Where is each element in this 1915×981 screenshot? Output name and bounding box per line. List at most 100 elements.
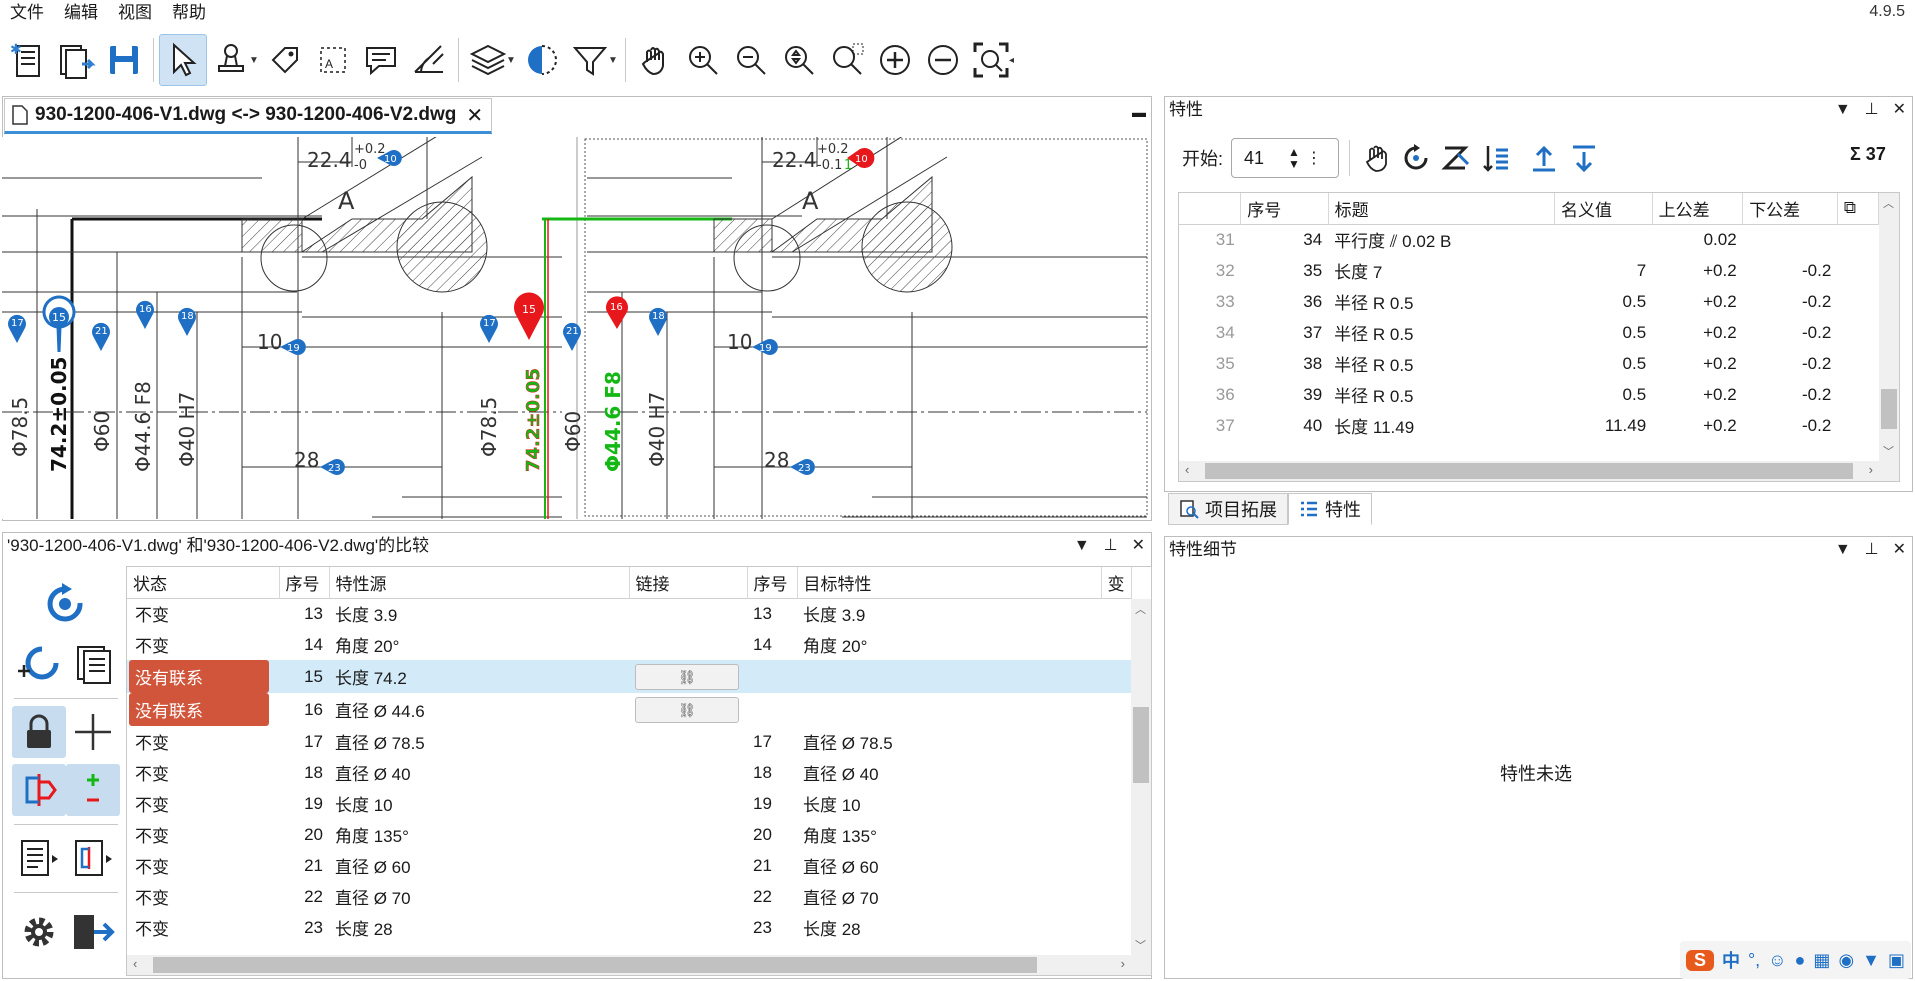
pane-menu-icon[interactable]: ▼ (1834, 101, 1851, 118)
add-compare-icon[interactable] (12, 638, 66, 690)
balloon-10-left[interactable]: 10 (377, 150, 402, 166)
overlay-compare-icon[interactable] (12, 764, 66, 816)
pin-icon[interactable]: ⊥ (1103, 537, 1118, 554)
zoom-fit-icon[interactable] (775, 34, 823, 86)
zoom-window-icon[interactable] (823, 34, 871, 86)
pane-menu-icon[interactable]: ▼ (1834, 541, 1851, 558)
microphone-icon[interactable]: ● (1794, 949, 1806, 970)
tab-project-expansion[interactable]: 项目拓展 (1168, 493, 1288, 525)
col-header-src-no[interactable]: 序号 (279, 567, 330, 598)
exit-icon[interactable] (66, 906, 120, 958)
layers-dropdown-icon[interactable]: ▼ (506, 54, 516, 66)
comment-icon[interactable] (357, 34, 405, 86)
move-down-icon[interactable] (1568, 142, 1600, 174)
menu-file[interactable]: 文件 (10, 3, 44, 22)
balloon-18-left[interactable]: 18 (178, 307, 196, 336)
col-header-nominal[interactable]: 名义值 (1554, 193, 1653, 224)
balloon-10-right[interactable]: 10 (847, 148, 875, 168)
region-icon[interactable]: A (309, 34, 357, 86)
close-pane-icon[interactable]: ✕ (1892, 541, 1906, 558)
col-header-change[interactable]: 变 (1101, 567, 1132, 598)
emoji-icon[interactable]: ☺ (1768, 949, 1787, 970)
balloon-18-right[interactable]: 18 (649, 307, 668, 336)
column-chooser-icon[interactable]: ⧉ (1837, 193, 1880, 224)
move-up-icon[interactable] (1528, 142, 1560, 174)
balloon-19-left[interactable]: 19 (280, 339, 306, 355)
new-project-icon[interactable]: ✱ (4, 34, 52, 86)
comparison-vertical-scrollbar[interactable]: ︿ ﹀ (1131, 599, 1151, 955)
plus-minus-icon[interactable] (66, 764, 120, 816)
balloon-15-left[interactable]: 15 (42, 295, 76, 353)
scroll-right-icon[interactable]: › (1120, 956, 1125, 971)
layers-icon[interactable] (464, 34, 512, 86)
link-chain-icon[interactable]: ⛓ (635, 663, 739, 690)
sort-z-icon[interactable] (1440, 142, 1472, 174)
balloon-23-right[interactable]: 23 (790, 459, 815, 475)
pin-icon[interactable]: ⊥ (1864, 541, 1879, 558)
export-compare-icon[interactable] (66, 832, 120, 884)
crosshair-icon[interactable] (66, 706, 120, 758)
comparison-horizontal-scrollbar[interactable]: ‹ › (127, 955, 1151, 975)
comparison-scroll-thumb[interactable] (1133, 707, 1149, 783)
ime-punctuation[interactable]: °, (1747, 949, 1761, 970)
scroll-down-icon[interactable]: ﹀ (1135, 940, 1146, 952)
start-spinbox[interactable]: 41 ▲▼ ⋮ (1231, 138, 1340, 178)
balloon-17-right[interactable]: 17 (480, 314, 498, 343)
renumber-icon[interactable] (1400, 142, 1432, 174)
report-icon[interactable] (66, 638, 120, 690)
link-chain-icon[interactable]: ⛓ (635, 696, 739, 723)
col-header-title[interactable]: 标题 (1328, 193, 1555, 224)
filter-icon[interactable] (566, 34, 614, 86)
balloon-21-left[interactable]: 21 (92, 322, 110, 351)
scroll-up-icon[interactable]: ︿ (1883, 198, 1894, 210)
zoom-plus-icon[interactable] (871, 34, 919, 86)
col-header-status[interactable]: 状态 (127, 567, 280, 598)
zoom-extents-icon[interactable] (967, 34, 1015, 86)
scroll-left-icon[interactable]: ‹ (133, 956, 138, 971)
lock-icon[interactable] (12, 706, 66, 758)
zoom-out-icon[interactable] (727, 34, 775, 86)
scroll-down-icon[interactable]: ﹀ (1883, 446, 1894, 458)
settings-gear-icon[interactable] (12, 906, 66, 958)
hand-pick-icon[interactable] (1360, 142, 1392, 174)
more-options-icon[interactable]: ⋮ (1305, 150, 1322, 167)
properties-vertical-scrollbar[interactable]: ︿ ﹀ (1879, 193, 1899, 461)
col-header-target[interactable]: 目标特性 (797, 567, 1102, 598)
col-header-lower[interactable]: 下公差 (1742, 193, 1838, 224)
col-header-upper[interactable]: 上公差 (1652, 193, 1744, 224)
close-pane-icon[interactable]: ✕ (1892, 101, 1906, 118)
col-header-seq[interactable]: 序号 (1240, 193, 1329, 224)
tab-list-menu-icon[interactable]: ▬ (1132, 104, 1146, 120)
col-header-link[interactable]: 链接 (629, 567, 748, 598)
drawing-comparison-view[interactable]: 22.4 +0.2 -0 A 10 28 Φ78.5 74.2±0.05 Φ60… (2, 137, 1150, 519)
scroll-up-icon[interactable]: ︿ (1135, 604, 1146, 616)
stamp-icon[interactable] (207, 34, 255, 86)
pane-menu-icon[interactable]: ▼ (1073, 537, 1090, 554)
select-pointer-icon[interactable] (159, 34, 207, 86)
stamp-dropdown-icon[interactable]: ▼ (249, 54, 259, 66)
properties-scroll-thumb[interactable] (1881, 389, 1897, 429)
balloon-15-right[interactable]: 15 (514, 292, 544, 340)
balloon-21-right[interactable]: 21 (563, 322, 582, 351)
compare-icon[interactable] (518, 34, 566, 86)
spin-arrows-icon[interactable]: ▲▼ (1288, 145, 1300, 171)
zoom-in-icon[interactable] (679, 34, 727, 86)
keyboard-icon[interactable]: ▦ (1813, 949, 1831, 970)
menu-edit[interactable]: 编辑 (64, 3, 98, 22)
save-icon[interactable] (100, 34, 148, 86)
measure-icon[interactable] (405, 34, 453, 86)
close-icon[interactable]: ✕ (466, 104, 484, 127)
